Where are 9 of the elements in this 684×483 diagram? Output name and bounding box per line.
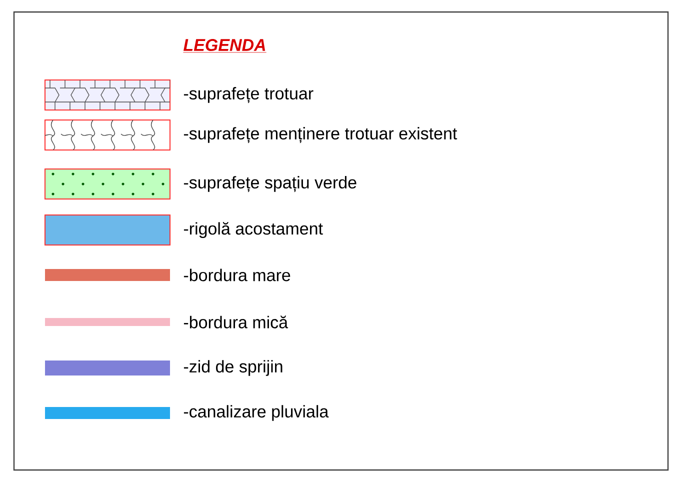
legend-title: LEGENDA (183, 39, 267, 53)
legend-label: -canalizare pluviala (184, 405, 329, 421)
legend-label: -rigolă acostament (184, 222, 323, 238)
legend-label: -bordura mică (184, 316, 288, 328)
legend-label: -zid de sprijin (184, 360, 282, 376)
legend-label: -suprafețe menținere trotuar existent (184, 127, 458, 143)
legend-label: -suprafețe trotuar (184, 87, 314, 103)
legend-label: -suprafețe spațiu verde (184, 176, 356, 192)
legend-label: -bordura mare (184, 268, 290, 282)
